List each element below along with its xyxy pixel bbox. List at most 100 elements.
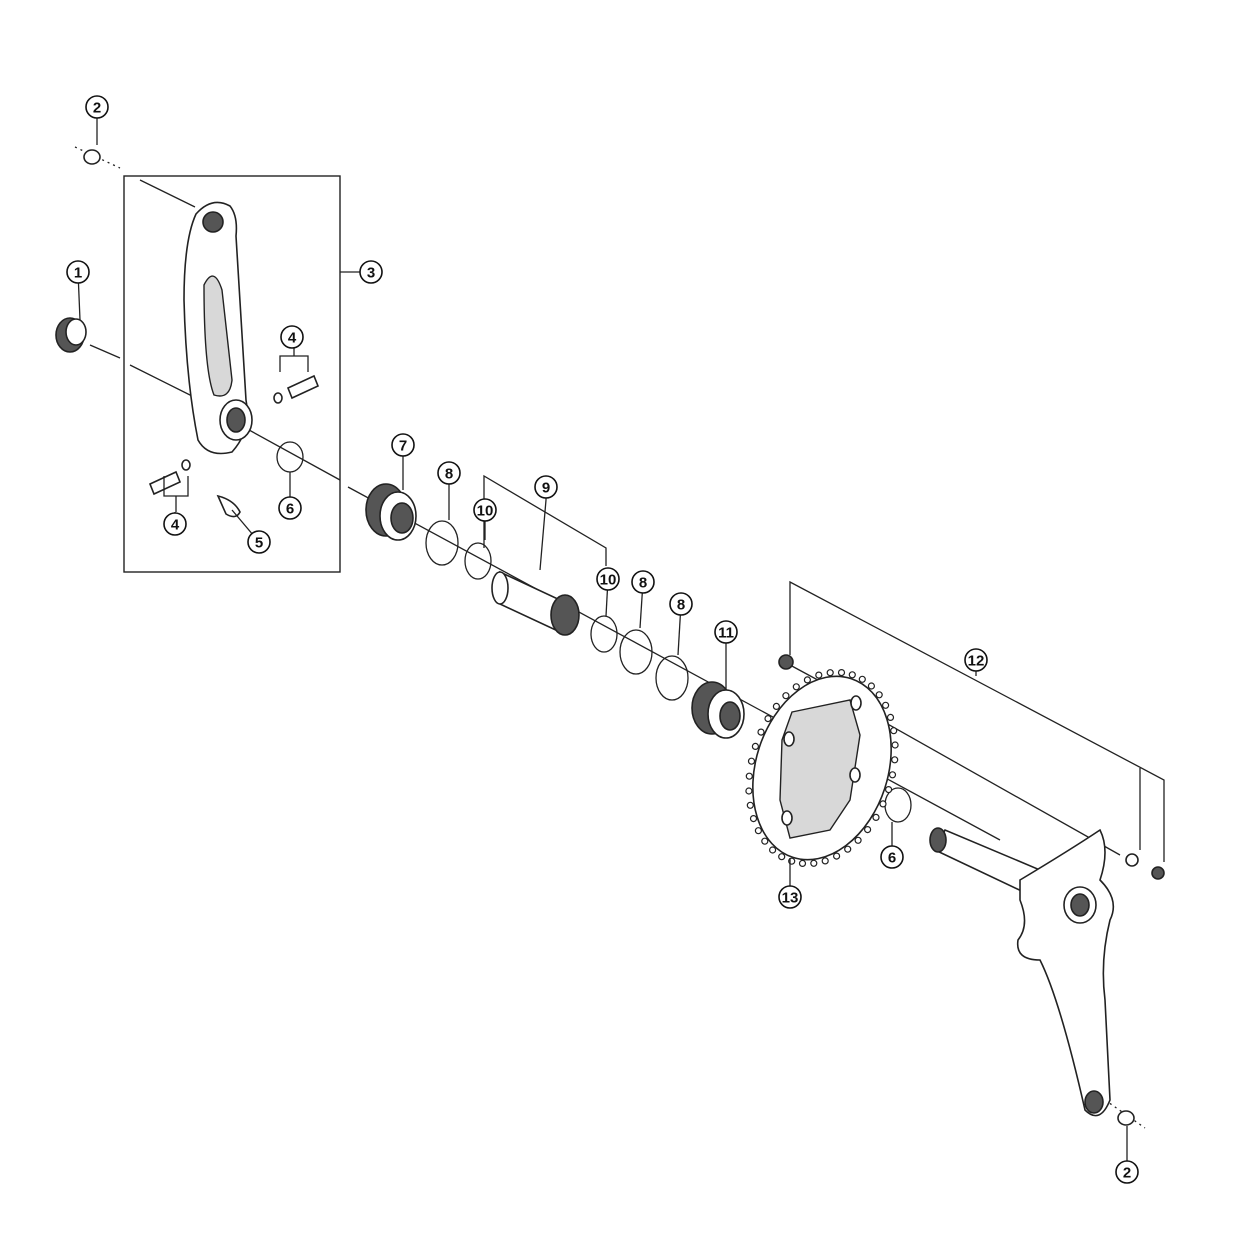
chainring-tooth bbox=[863, 825, 872, 834]
callout-number: 4 bbox=[171, 517, 180, 534]
callout-4: 4 bbox=[163, 512, 187, 536]
chainring-tooth bbox=[761, 837, 769, 845]
callout-circle bbox=[85, 95, 109, 119]
chainring-tooth bbox=[803, 676, 812, 684]
callout-number: 4 bbox=[288, 330, 297, 347]
chainring-tooth bbox=[792, 683, 800, 691]
chainring-tooth bbox=[778, 853, 786, 861]
chainring-tooth bbox=[751, 742, 760, 751]
callout-circle bbox=[596, 567, 620, 591]
chainring-tooth bbox=[745, 772, 753, 780]
chainring-tooth bbox=[844, 845, 852, 853]
chainring-tooth bbox=[886, 713, 895, 722]
bb-adapter-left bbox=[365, 483, 417, 541]
chainring-tooth bbox=[875, 691, 883, 699]
callout-number: 10 bbox=[600, 572, 617, 589]
callout-8: 8 bbox=[669, 592, 693, 656]
callout-12: 12 bbox=[964, 648, 988, 676]
chainring-tooth bbox=[858, 675, 866, 683]
callout-circle bbox=[964, 648, 988, 672]
callout-circle bbox=[669, 592, 693, 616]
chainring bbox=[745, 668, 899, 868]
chainring-bolts bbox=[778, 654, 1165, 880]
left-crank-arm bbox=[183, 201, 253, 455]
callout-circle bbox=[778, 885, 802, 909]
chainring-tooth bbox=[837, 668, 846, 677]
chainring-tooth bbox=[854, 836, 862, 844]
chainring-tooth bbox=[810, 859, 818, 867]
callout-number: 6 bbox=[286, 501, 294, 518]
callout-number: 9 bbox=[542, 480, 550, 497]
chainring-tooth bbox=[772, 702, 781, 711]
callout-circle bbox=[163, 512, 187, 536]
washer-top bbox=[83, 149, 101, 165]
callout-number: 10 bbox=[477, 503, 494, 520]
chainring-tooth bbox=[848, 671, 856, 679]
bb-adapter-right bbox=[691, 681, 745, 739]
callout-number: 6 bbox=[888, 850, 896, 867]
callout-circle bbox=[280, 325, 304, 349]
group-brackets bbox=[163, 348, 1165, 862]
chainring-tooth bbox=[890, 727, 898, 735]
chainring-tooth bbox=[821, 857, 829, 865]
crank-cap bbox=[55, 317, 87, 353]
chainring-tooth bbox=[768, 846, 777, 854]
callout-6: 6 bbox=[880, 822, 904, 869]
chainring-tooth bbox=[798, 859, 807, 868]
callout-6: 6 bbox=[278, 472, 302, 520]
callout-circle bbox=[1115, 1160, 1139, 1184]
callout-circle bbox=[391, 433, 415, 457]
chainring-tooth bbox=[888, 771, 897, 779]
callout-circle bbox=[437, 461, 461, 485]
bb-sleeve bbox=[491, 570, 580, 636]
chainring-tooth bbox=[881, 701, 890, 709]
callout-5: 5 bbox=[231, 509, 271, 554]
callout-circle bbox=[714, 620, 738, 644]
chainring-tooth bbox=[884, 785, 893, 794]
callout-1: 1 bbox=[66, 260, 90, 321]
callout-10: 10 bbox=[596, 567, 620, 617]
callout-2: 2 bbox=[1115, 1126, 1139, 1184]
left-crank-assembly-box bbox=[123, 175, 341, 573]
callout-3: 3 bbox=[340, 260, 383, 284]
chainring-tooth bbox=[782, 692, 790, 700]
callout-number: 8 bbox=[445, 466, 453, 483]
callout-11: 11 bbox=[714, 620, 738, 690]
callout-circle bbox=[473, 498, 497, 522]
callout-number: 5 bbox=[255, 535, 263, 552]
callout-circle bbox=[631, 570, 655, 594]
callout-13: 13 bbox=[778, 858, 802, 909]
callout-circle bbox=[278, 496, 302, 520]
chainring-tooth bbox=[749, 814, 758, 823]
chainring-tooth bbox=[757, 728, 765, 736]
chainring-tooth bbox=[867, 682, 876, 690]
callout-circle bbox=[880, 845, 904, 869]
center-lines bbox=[74, 146, 1146, 1129]
callout-2: 2 bbox=[85, 95, 109, 145]
callout-number: 3 bbox=[367, 265, 375, 282]
callout-9: 9 bbox=[534, 475, 558, 500]
callout-number: 2 bbox=[1123, 1165, 1131, 1182]
callout-7: 7 bbox=[391, 433, 415, 490]
callout-8: 8 bbox=[437, 461, 461, 520]
chainring-tooth bbox=[764, 714, 772, 723]
callout-10: 10 bbox=[473, 498, 497, 540]
callout-number: 11 bbox=[718, 625, 734, 642]
chainring-tooth bbox=[745, 787, 753, 795]
chainring-tooth bbox=[879, 800, 887, 808]
pinch-bolts bbox=[148, 374, 320, 518]
callout-number: 8 bbox=[677, 597, 685, 614]
chainring-tooth bbox=[872, 813, 880, 822]
chainring-tooth bbox=[891, 756, 899, 764]
washer-bottom bbox=[1117, 1110, 1135, 1126]
callout-circle bbox=[359, 260, 383, 284]
callout-circle bbox=[247, 530, 271, 554]
chainring-tooth bbox=[815, 671, 823, 679]
right-crank-arm bbox=[929, 827, 1115, 1117]
chainring-tooth bbox=[832, 852, 841, 860]
callout-circle bbox=[66, 260, 90, 284]
callout-number: 1 bbox=[74, 265, 82, 282]
